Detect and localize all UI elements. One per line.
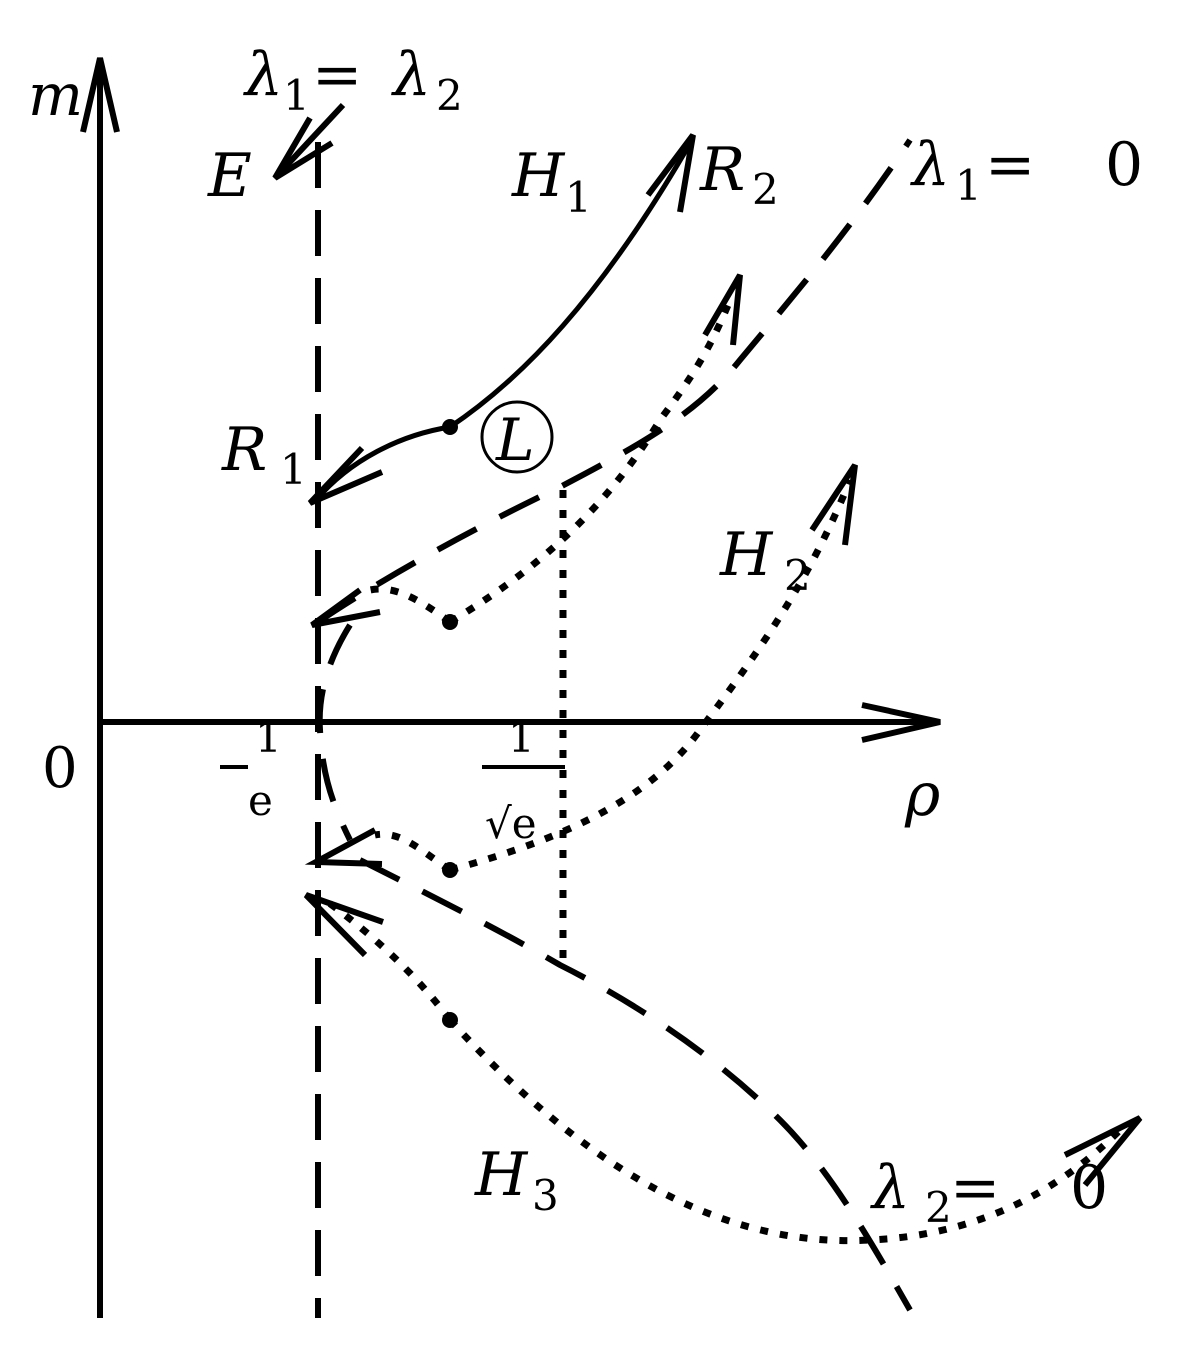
region-label-e: E	[207, 141, 252, 211]
svg-text:0: 0	[1105, 130, 1143, 200]
h2-trajectory-lower-right	[449, 478, 854, 874]
point-upper	[442, 614, 458, 630]
h1-arrowhead-up-icon	[645, 133, 696, 213]
rho-axis-arrowhead-icon	[861, 702, 941, 743]
svg-text:H: H	[474, 1140, 529, 1210]
h3-trajectory-right	[447, 1017, 1123, 1245]
h2-trajectory-lower-left	[374, 830, 452, 873]
m-axis	[80, 57, 120, 1318]
region-label-h3: H 3	[474, 1140, 559, 1220]
svg-text:2: 2	[436, 71, 463, 120]
svg-text:1: 1	[283, 71, 310, 120]
arrowhead-h3-right-icon	[1063, 1115, 1143, 1187]
svg-text:1: 1	[565, 173, 592, 222]
m-axis-arrowhead-icon	[80, 57, 120, 133]
tick-numerator: 1	[508, 713, 535, 762]
svg-text:L: L	[495, 406, 535, 474]
svg-text:λ: λ	[391, 40, 431, 110]
lambda1-eq-0-curve	[316, 138, 913, 625]
lambda1-eq-lambda2-label: λ 1 = λ 2	[243, 40, 463, 120]
svg-text:1: 1	[955, 161, 982, 210]
svg-text:3: 3	[532, 1171, 559, 1220]
arrowhead-upper-right-icon	[702, 273, 743, 346]
region-label-h1: H 1	[511, 141, 592, 222]
h2-trajectory-upper-left	[369, 585, 453, 625]
lambda-crossing-arc	[316, 623, 353, 842]
m-axis-label: m	[28, 61, 83, 129]
region-label-r1: R 1	[221, 415, 307, 494]
svg-text:H: H	[719, 520, 774, 590]
svg-text:2: 2	[925, 1183, 952, 1232]
lambda1-eq-0-label: λ 1 = 0	[910, 130, 1143, 210]
arrowhead-lower-left-icon	[304, 827, 383, 867]
lambda1-eq-lambda2-pointer-arrow-icon	[272, 102, 346, 181]
svg-text:=: =	[312, 40, 362, 110]
svg-text:=: =	[950, 1153, 1000, 1223]
svg-text:2: 2	[752, 165, 779, 214]
arrowhead-h3-left-icon	[303, 892, 384, 958]
svg-text:R: R	[221, 415, 267, 485]
tick-one-over-sqrt-e: 1 √e	[482, 713, 565, 848]
arrowhead-h2-icon	[809, 463, 858, 546]
svg-text:R: R	[699, 135, 745, 205]
tick-denominator: √e	[485, 799, 537, 848]
arrowhead-upper-left-icon	[310, 587, 381, 628]
h1-arrowhead-down-icon	[307, 445, 384, 506]
h2-trajectory-upper-right	[448, 298, 734, 626]
lambda2-eq-0-curve	[358, 857, 913, 1312]
svg-text:λ: λ	[870, 1153, 910, 1223]
tick-denominator: e	[248, 776, 273, 825]
origin-label: 0	[42, 736, 78, 801]
svg-text:=: =	[985, 130, 1035, 200]
point-lower	[442, 862, 458, 878]
rho-axis-label: ρ	[904, 760, 940, 830]
svg-text:H: H	[511, 141, 566, 211]
tick-numerator: 1	[255, 713, 282, 762]
svg-text:1: 1	[280, 445, 307, 494]
h3-trajectory-left	[322, 897, 453, 1023]
region-label-l-circled: L	[480, 400, 554, 474]
tick-one-over-e: 1 e	[220, 713, 282, 825]
region-label-r2: R 2	[699, 135, 779, 214]
lambda2-eq-0-label: λ 2 = 0	[870, 1153, 1108, 1232]
point-h3	[442, 1012, 458, 1028]
rho-axis	[98, 702, 941, 743]
svg-text:λ: λ	[910, 130, 950, 200]
svg-text:λ: λ	[243, 40, 283, 110]
point-l	[442, 419, 458, 435]
h1-trajectory-up	[448, 138, 695, 430]
